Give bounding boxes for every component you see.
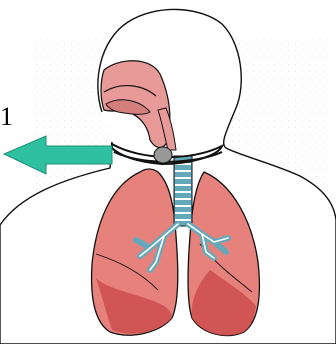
larynx [154,147,172,163]
callout-label: 1 [0,104,13,130]
